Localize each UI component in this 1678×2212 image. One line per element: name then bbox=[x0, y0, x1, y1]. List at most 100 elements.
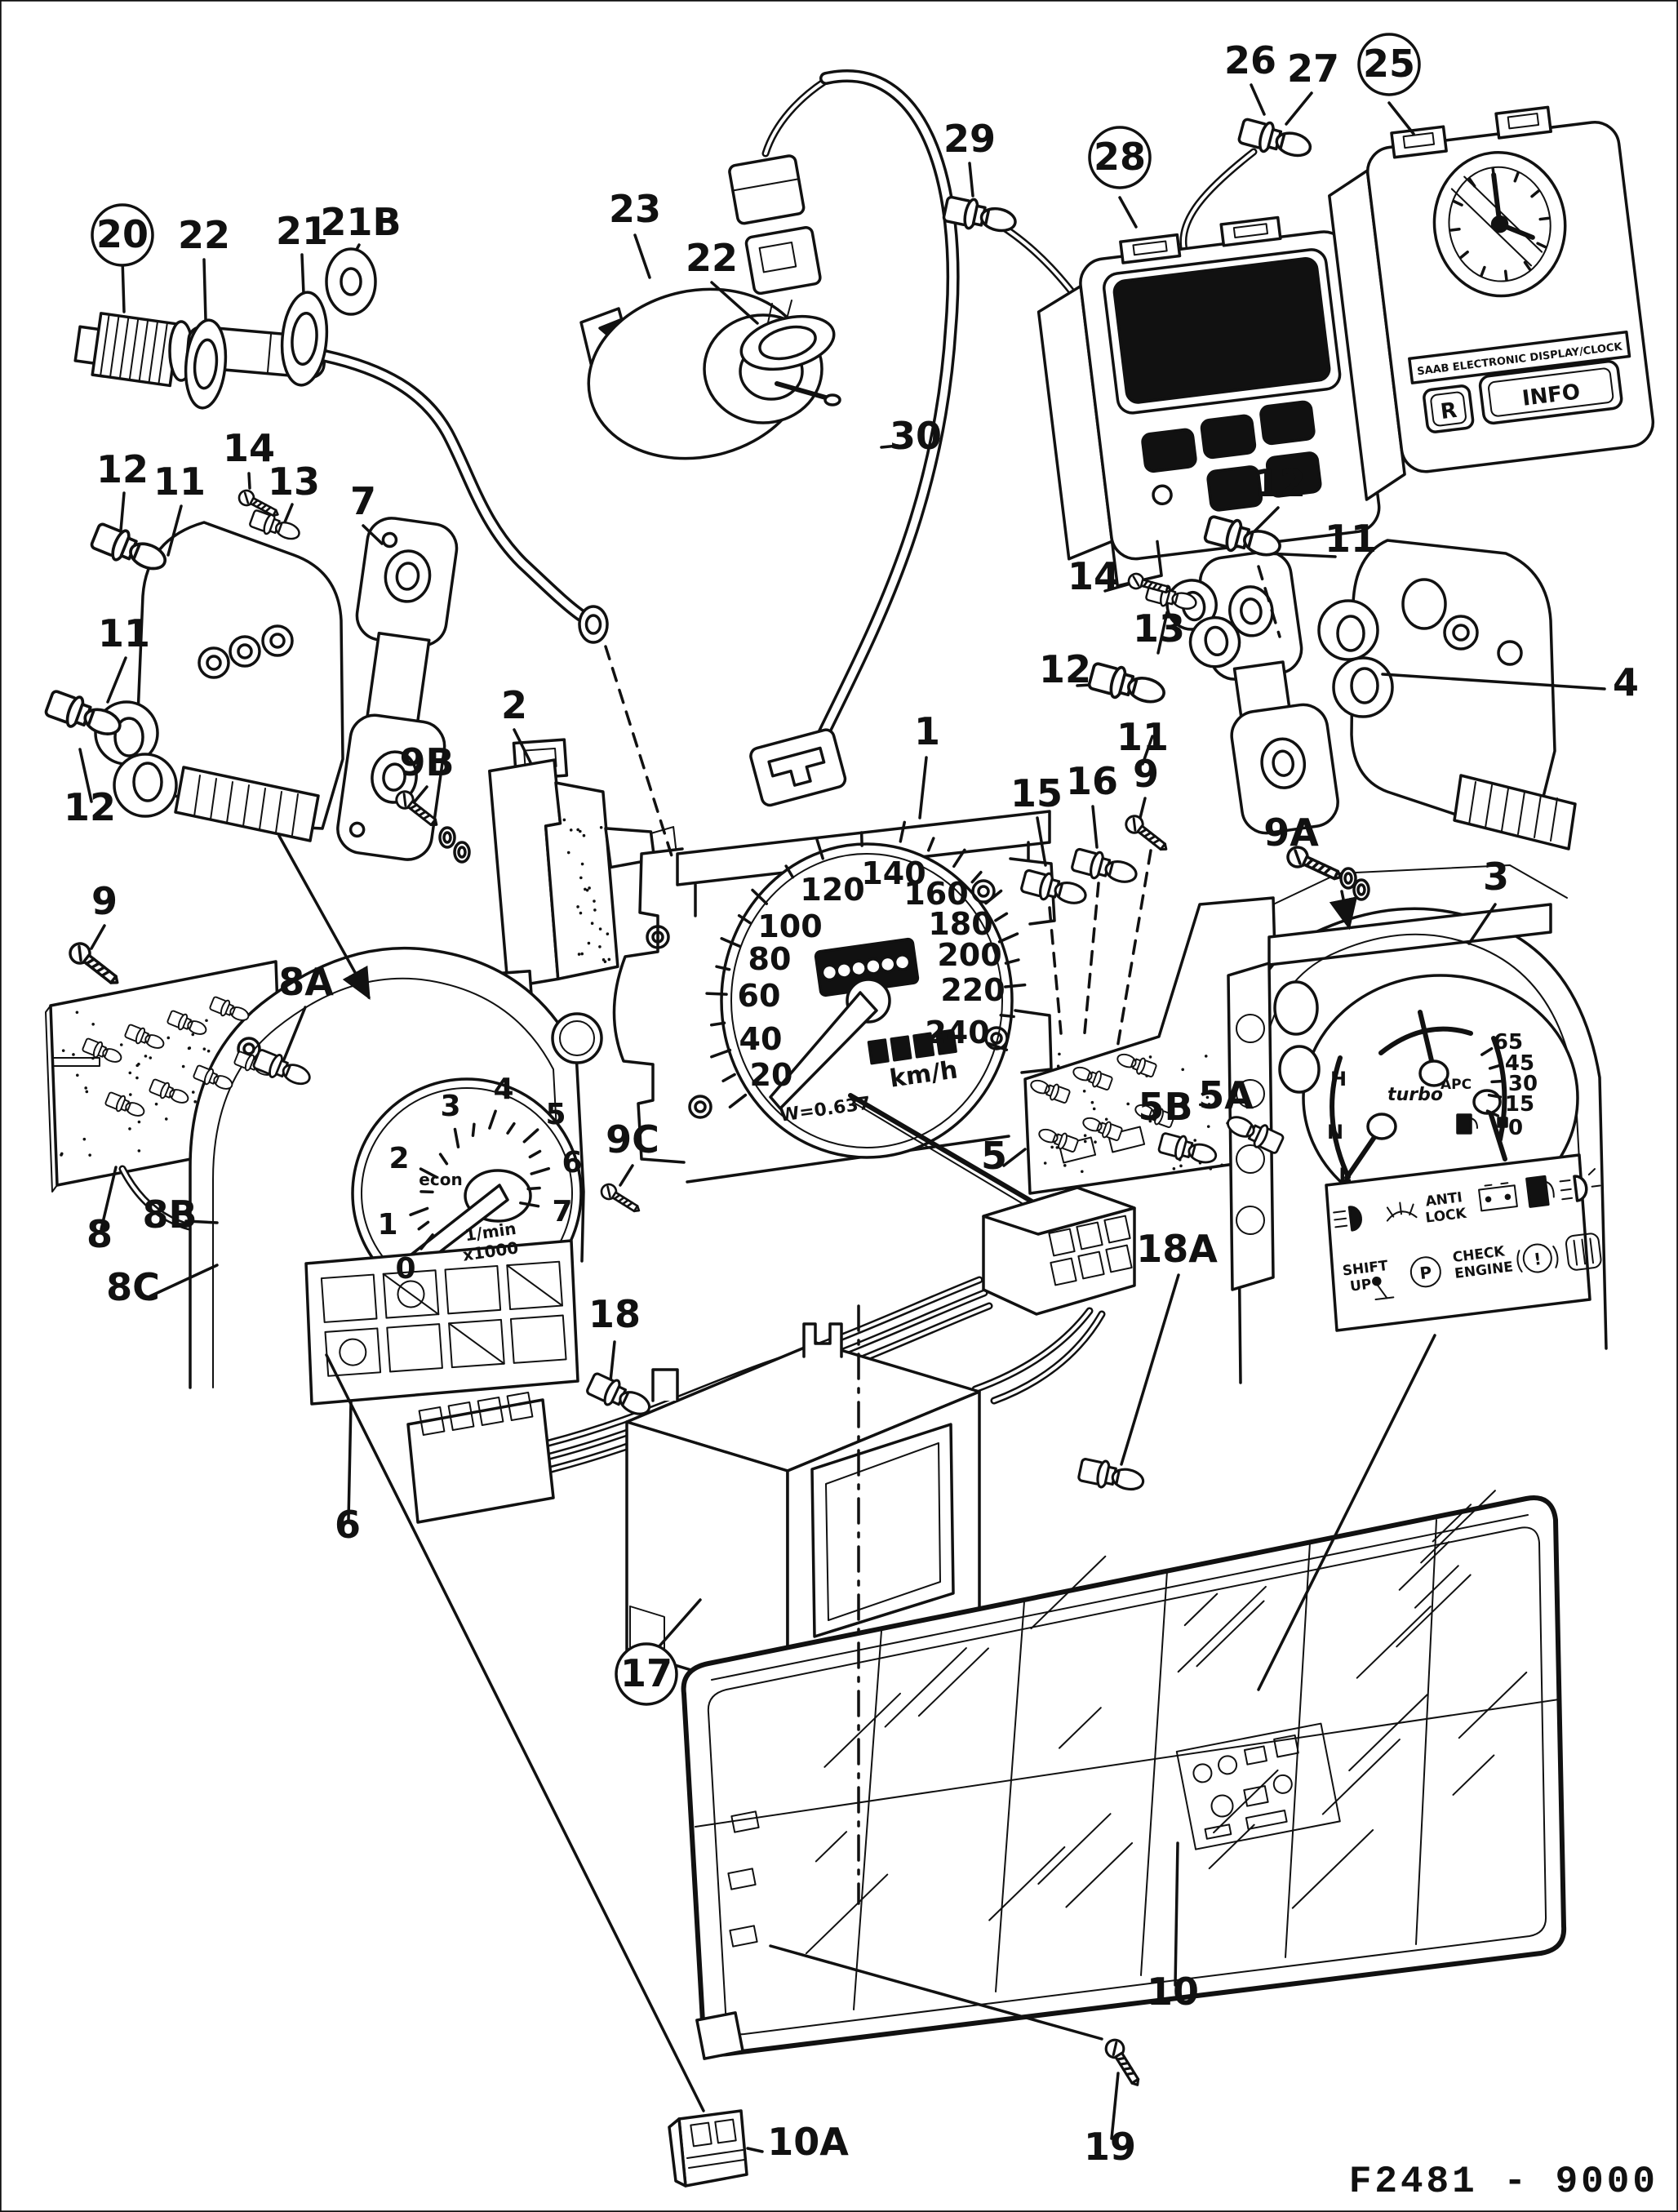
leader-line bbox=[1285, 91, 1313, 126]
part-callout-16: 16 bbox=[1066, 759, 1118, 803]
leader-line bbox=[513, 728, 532, 764]
leader-line bbox=[619, 1164, 634, 1187]
washer-icon bbox=[438, 826, 456, 849]
part-callout-22: 22 bbox=[686, 236, 738, 280]
leader-line bbox=[184, 1219, 219, 1224]
leader-line bbox=[1156, 611, 1169, 655]
bracket-7 bbox=[336, 517, 459, 861]
clock-dial bbox=[1432, 151, 1567, 298]
gauge-numeral: 5 bbox=[545, 1098, 566, 1131]
gauge-numeral: 20 bbox=[750, 1057, 793, 1093]
part-callout-9C: 9C bbox=[606, 1117, 659, 1162]
gauge-numeral: 1 bbox=[377, 1208, 397, 1241]
seal-20a-icon bbox=[578, 605, 609, 644]
leader-line bbox=[880, 444, 899, 449]
callout-circle bbox=[91, 203, 154, 267]
gauge-numeral: 240 bbox=[925, 1015, 989, 1050]
leader-line bbox=[1118, 196, 1138, 229]
part-callout-6: 6 bbox=[335, 1503, 361, 1547]
leader-line bbox=[1252, 506, 1280, 534]
module-17 bbox=[625, 1322, 981, 1701]
gauge-numerals: 2040608010012014016018020022024001234567… bbox=[377, 820, 1538, 1286]
edu-button bbox=[1141, 428, 1197, 473]
part-callout-29: 29 bbox=[943, 117, 996, 161]
leader-line bbox=[277, 834, 371, 1001]
clock-r-button bbox=[1423, 384, 1475, 433]
callout-circle bbox=[615, 1642, 678, 1706]
part-callout-21: 21 bbox=[276, 209, 328, 253]
part-callout-27: 27 bbox=[1287, 47, 1339, 91]
leader-line bbox=[1110, 2072, 1120, 2140]
part-callout-7: 7 bbox=[350, 479, 376, 523]
leader-line bbox=[202, 258, 207, 322]
gauge-numeral: 30 bbox=[1508, 1072, 1538, 1096]
leader-line bbox=[1250, 83, 1266, 116]
gauge-numeral: 220 bbox=[940, 972, 1005, 1008]
part-callout-4: 4 bbox=[1613, 660, 1639, 704]
screw-9-icon bbox=[1121, 811, 1173, 857]
leader-line bbox=[1257, 1334, 1436, 1691]
part-callout-9B: 9B bbox=[399, 740, 454, 784]
bulb-13-icon bbox=[247, 507, 304, 546]
leader-line bbox=[78, 748, 93, 803]
lens-10 bbox=[681, 1490, 1567, 2060]
temp-l: L bbox=[1338, 1164, 1351, 1187]
part-callout-1: 1 bbox=[914, 709, 940, 753]
leader-line bbox=[1082, 882, 1100, 1043]
hardware-parts bbox=[42, 114, 1370, 2091]
part-callout-12: 12 bbox=[96, 447, 149, 491]
part-callout-30: 30 bbox=[890, 414, 942, 458]
high-beam-icon bbox=[1559, 1168, 1601, 1202]
bulb-11-icon bbox=[42, 686, 127, 744]
leader-line bbox=[149, 1264, 219, 1298]
leader-line bbox=[119, 491, 126, 532]
washer-icon bbox=[453, 841, 471, 864]
screw-9-icon bbox=[64, 938, 125, 992]
clock-r-label: R bbox=[1439, 398, 1458, 424]
gauge-numeral: 80 bbox=[748, 941, 792, 977]
gauge-numeral: 140 bbox=[861, 855, 926, 891]
part-callout-14: 14 bbox=[1068, 554, 1120, 598]
leader-line bbox=[968, 162, 974, 198]
part-callout-18: 18 bbox=[588, 1292, 641, 1336]
bulb-18-icon bbox=[584, 1369, 656, 1424]
part-callout-11: 11 bbox=[98, 611, 150, 655]
warning-panel-icons: ANTI LOCK SHIFT UP P CHECK ENGINE ! bbox=[1333, 1168, 1602, 1301]
part-callout-2: 2 bbox=[501, 683, 527, 727]
fuel-icon bbox=[1525, 1175, 1555, 1208]
part-callout-8: 8 bbox=[87, 1212, 113, 1256]
leader-line bbox=[710, 281, 759, 325]
warning-panel bbox=[1325, 1153, 1591, 1332]
boost-turbo: turbo bbox=[1387, 1085, 1443, 1105]
leader-line bbox=[100, 1166, 118, 1231]
gauge-numeral: 60 bbox=[738, 978, 781, 1014]
lens-warning-symbols bbox=[1175, 1722, 1341, 1850]
bulb-11-icon bbox=[87, 519, 172, 579]
part-callout-8C: 8C bbox=[106, 1265, 160, 1309]
parking-brake-icon: P bbox=[1409, 1256, 1441, 1288]
part-callout-12: 12 bbox=[1254, 461, 1306, 505]
svg-text:P: P bbox=[1418, 1262, 1432, 1283]
gauge-numeral: 0 bbox=[1508, 1116, 1523, 1140]
edu-button bbox=[1206, 465, 1263, 512]
leader-line bbox=[1115, 849, 1152, 1055]
speedo-needle bbox=[769, 991, 878, 1110]
leader-line bbox=[1174, 1841, 1179, 1987]
part-callout-10A: 10A bbox=[767, 2120, 849, 2164]
gauge-numeral: 2 bbox=[388, 1142, 409, 1175]
battery-icon bbox=[1478, 1182, 1518, 1212]
leader-line bbox=[746, 2147, 764, 2153]
clock-info-button bbox=[1478, 360, 1623, 425]
leader-line bbox=[1103, 583, 1130, 593]
gauge-numeral: 15 bbox=[1505, 1092, 1534, 1117]
gauge-numeral: 3 bbox=[440, 1090, 460, 1123]
part-callout-25: 25 bbox=[1363, 42, 1415, 86]
washer-icon bbox=[1339, 867, 1357, 890]
leader-line bbox=[609, 1340, 616, 1383]
leader-line bbox=[282, 503, 294, 526]
figure-code: F2481 - 9000 bbox=[1349, 2161, 1658, 2203]
leader-line bbox=[1329, 890, 1358, 931]
leader-line bbox=[300, 253, 305, 295]
leader-line bbox=[106, 656, 127, 704]
leader-line bbox=[1091, 805, 1099, 849]
